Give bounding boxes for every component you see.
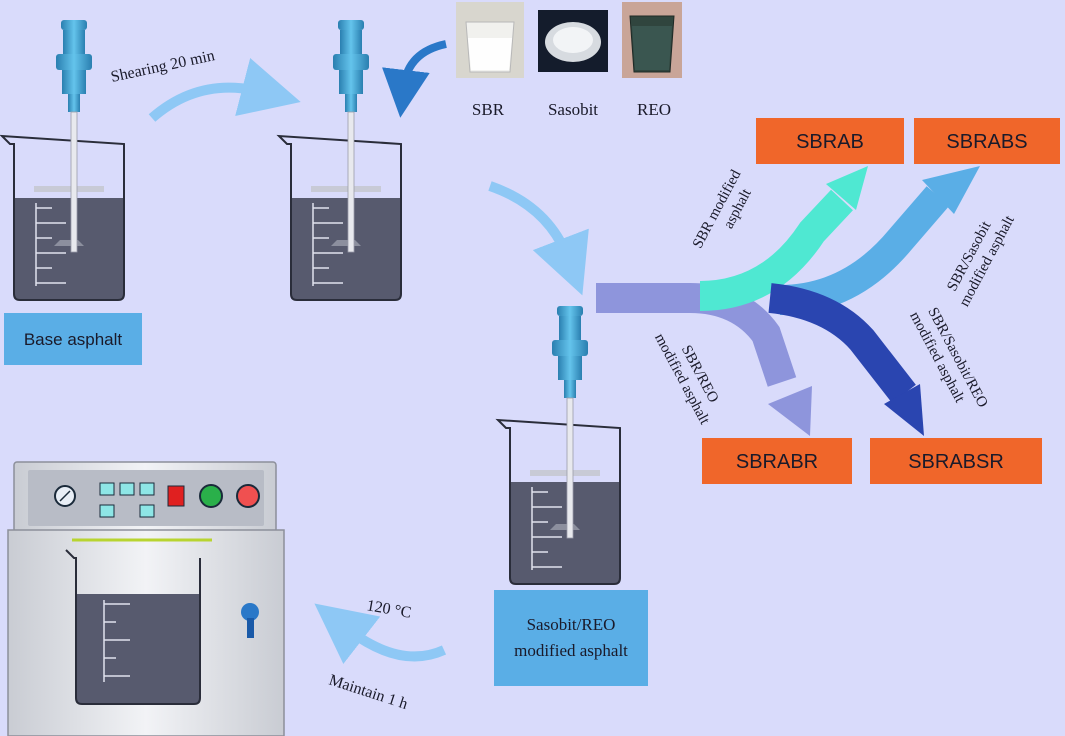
sbrabs-box: SBRABS	[914, 118, 1060, 164]
base-asphalt-label: Base asphalt	[24, 330, 123, 349]
svg-text:modified asphalt: modified asphalt	[514, 641, 628, 660]
branch-sbr-sasobit-head	[922, 166, 980, 214]
branch-sbr-reo-head	[768, 386, 812, 436]
branch-sbr-arrow	[699, 189, 853, 311]
reo-image	[622, 2, 682, 78]
shearing-arrow	[148, 57, 301, 122]
svg-text:SBRABR: SBRABR	[736, 451, 818, 473]
sbr-reo-label: SBR/REO modified asphalt	[651, 331, 721, 428]
sasobit-reo-beaker	[497, 305, 621, 585]
sbr-sasobit-label: SBR/Sasobit modified asphalt	[944, 212, 1018, 309]
base-asphalt-beaker	[1, 19, 125, 301]
flow-arrow-to-beaker3	[488, 181, 589, 296]
shearing-label: Shearing 20 min	[109, 47, 216, 86]
sbrabr-box: SBRABR	[702, 438, 852, 484]
sbrab-box: SBRAB	[756, 118, 904, 164]
svg-text:SBRABSR: SBRABSR	[908, 451, 1004, 473]
heating-arrow	[314, 603, 447, 664]
maintain-label: Maintain 1 h	[327, 672, 410, 713]
svg-text:SBRAB: SBRAB	[796, 131, 864, 153]
stop-button-icon	[236, 484, 260, 508]
sasobit-reo-label-box: Sasobit/REO modified asphalt	[494, 590, 648, 686]
base-asphalt-label-box: Base asphalt	[4, 313, 142, 365]
sbrabsr-box: SBRABSR	[870, 438, 1042, 484]
sbr-label: SBR	[472, 100, 505, 119]
reo-label: REO	[637, 100, 671, 119]
sasobit-label: Sasobit	[548, 100, 598, 119]
branch-sbr-sasobit-reo-head	[884, 384, 924, 436]
svg-text:SBRABS: SBRABS	[946, 131, 1027, 153]
branch-sbr-sasobit-reo-arrow	[768, 283, 916, 404]
start-button-icon	[199, 484, 223, 508]
oven	[7, 461, 285, 736]
sbr-image	[456, 2, 524, 78]
mixing-beaker	[278, 19, 402, 301]
temperature-label: 120 °C	[365, 597, 412, 622]
additive-arrow	[382, 40, 447, 118]
sasobit-image	[538, 10, 608, 72]
svg-text:Sasobit/REO: Sasobit/REO	[527, 615, 616, 634]
branch-arrows	[596, 166, 980, 436]
branch-sbr-head	[826, 166, 868, 210]
sbr-modified-label: SBR modified asphalt	[690, 167, 755, 251]
